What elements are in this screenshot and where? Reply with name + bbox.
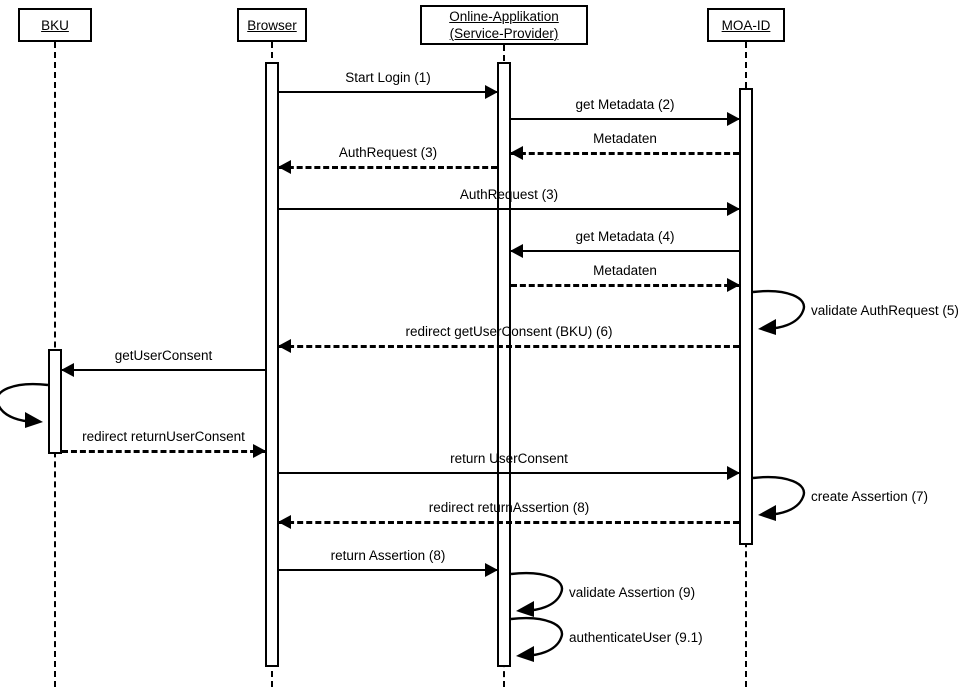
message-line [279, 345, 739, 348]
self-message-s1[interactable]: validate AuthRequest (5) [752, 289, 959, 335]
arrowhead-icon [61, 363, 74, 377]
message-label: get Metadata (2) [575, 97, 675, 112]
arrowhead-icon [727, 112, 740, 126]
activation-bar-browser [265, 62, 279, 667]
message-label: getUserConsent [114, 348, 213, 363]
arrowhead-icon [278, 515, 291, 529]
self-message-arc-icon [752, 475, 806, 521]
self-message-s3[interactable]: create Assertion (7) [752, 475, 928, 521]
arrowhead-icon [485, 85, 498, 99]
self-message-label: validate Assertion (9) [569, 585, 696, 600]
arrowhead-icon [727, 278, 740, 292]
message-label: AuthRequest (3) [459, 187, 559, 202]
self-message-s5[interactable]: authenticateUser (9.1) [510, 616, 703, 662]
arrowhead-icon [727, 466, 740, 480]
message-line [511, 284, 739, 287]
message-line [279, 569, 497, 571]
self-message-arc-icon [510, 616, 564, 662]
arrowhead-icon [727, 202, 740, 216]
message-line [511, 152, 739, 155]
self-message-label: validate AuthRequest (5) [811, 303, 959, 318]
message-line [511, 118, 739, 120]
message-line [279, 472, 739, 474]
arrowhead-icon [510, 244, 523, 258]
message-label: Metadaten [593, 131, 657, 146]
lifeline-header-moa[interactable]: MOA-ID [707, 8, 785, 42]
arrowhead-icon [510, 146, 523, 160]
message-label: Metadaten [593, 263, 657, 278]
message-label: get Metadata (4) [575, 229, 675, 244]
message-label: return Assertion (8) [330, 548, 446, 563]
message-line [62, 450, 265, 453]
lifeline-header-browser[interactable]: Browser [237, 8, 307, 42]
activation-bar-moa [739, 88, 753, 545]
self-message-s2[interactable]: BKU interaction (6.1) [0, 382, 49, 428]
activation-bar-oa [497, 62, 511, 667]
lifeline-label-bku: BKU [41, 17, 69, 33]
arrowhead-icon [485, 563, 498, 577]
lifeline-header-bku[interactable]: BKU [18, 8, 92, 42]
message-line [279, 208, 739, 210]
message-label: redirect returnUserConsent [82, 429, 245, 444]
lifeline-label-browser: Browser [247, 17, 297, 33]
lifeline-label-moa: MOA-ID [721, 17, 771, 33]
self-message-label: authenticateUser (9.1) [569, 630, 703, 645]
arrowhead-icon [278, 339, 291, 353]
message-label: return UserConsent [450, 451, 568, 466]
lifeline-label-oa: Online-Applikation (Service-Provider) [449, 9, 559, 41]
self-message-label: create Assertion (7) [811, 489, 929, 504]
message-label: redirect returnAssertion (8) [428, 500, 590, 515]
arrowhead-icon [278, 160, 291, 174]
message-line [279, 521, 739, 524]
self-message-arc-icon [0, 382, 49, 428]
arrowhead-icon [253, 444, 266, 458]
self-message-s4[interactable]: validate Assertion (9) [510, 571, 695, 617]
activation-bar-bku [48, 349, 62, 454]
message-label: redirect getUserConsent (BKU) (6) [405, 324, 613, 339]
message-line [279, 166, 497, 169]
message-line [62, 369, 265, 371]
self-message-arc-icon [752, 289, 806, 335]
lifeline-header-oa[interactable]: Online-Applikation (Service-Provider) [420, 5, 588, 45]
message-line [279, 91, 497, 93]
message-line [511, 250, 739, 252]
message-label: AuthRequest (3) [338, 145, 438, 160]
self-message-arc-icon [510, 571, 564, 617]
message-label: Start Login (1) [345, 70, 431, 85]
